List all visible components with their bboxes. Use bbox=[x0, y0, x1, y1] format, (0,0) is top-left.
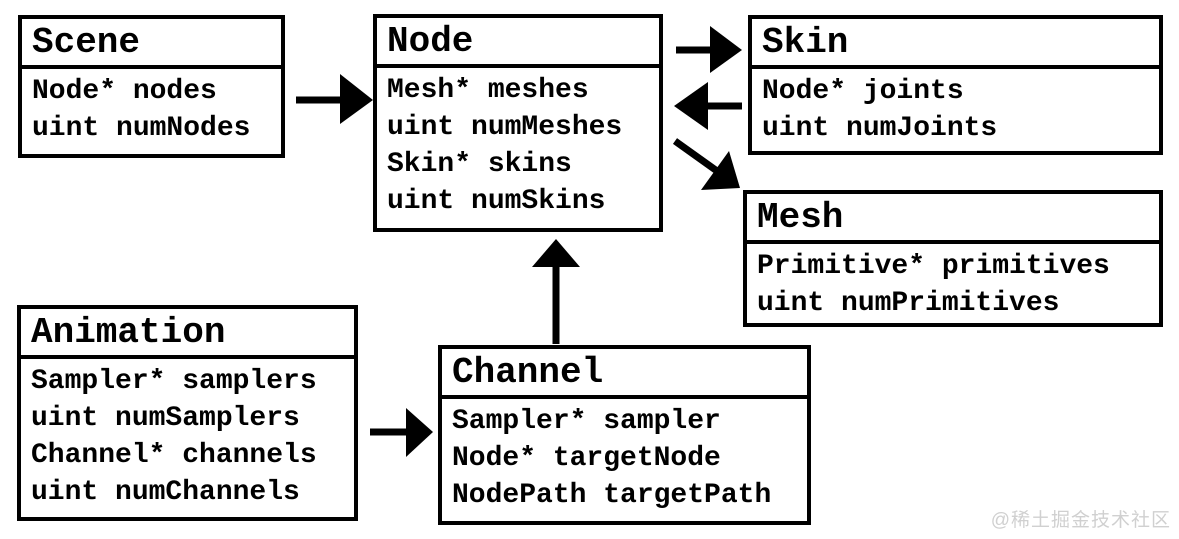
field-nodes: Node* nodes bbox=[32, 76, 217, 107]
field-numPrimitives: uint numPrimitives bbox=[757, 288, 1060, 319]
arrow-node-to-mesh-icon bbox=[672, 138, 740, 190]
class-title-mesh: Mesh bbox=[747, 194, 1159, 244]
arrow-scene-to-node-icon bbox=[296, 74, 373, 124]
class-fields-node: Mesh* meshes uint numMeshes Skin* skins … bbox=[377, 68, 659, 224]
field-numSamplers: uint numSamplers bbox=[31, 403, 300, 434]
class-fields-skin: Node* joints uint numJoints bbox=[752, 69, 1159, 151]
arrow-channel-to-node-icon bbox=[532, 239, 580, 344]
class-box-animation: Animation Sampler* samplers uint numSamp… bbox=[17, 305, 358, 521]
field-numMeshes: uint numMeshes bbox=[387, 112, 623, 143]
class-fields-mesh: Primitive* primitives uint numPrimitives bbox=[747, 244, 1159, 323]
field-samplers: Sampler* samplers bbox=[31, 366, 317, 397]
arrow-node-to-skin-icon bbox=[676, 26, 742, 73]
class-box-mesh: Mesh Primitive* primitives uint numPrimi… bbox=[743, 190, 1163, 327]
class-box-node: Node Mesh* meshes uint numMeshes Skin* s… bbox=[373, 14, 663, 232]
class-fields-scene: Node* nodes uint numNodes bbox=[22, 69, 281, 151]
class-box-scene: Scene Node* nodes uint numNodes bbox=[18, 15, 285, 158]
class-box-channel: Channel Sampler* sampler Node* targetNod… bbox=[438, 345, 811, 525]
field-numChannels: uint numChannels bbox=[31, 477, 300, 508]
class-title-skin: Skin bbox=[752, 19, 1159, 69]
field-sampler: Sampler* sampler bbox=[452, 406, 721, 437]
arrow-skin-to-node-icon bbox=[674, 82, 742, 130]
class-fields-animation: Sampler* samplers uint numSamplers Chann… bbox=[21, 359, 354, 515]
class-title-channel: Channel bbox=[442, 349, 807, 399]
field-skins: Skin* skins bbox=[387, 149, 572, 180]
watermark-text: @稀土掘金技术社区 bbox=[990, 510, 1171, 531]
class-box-skin: Skin Node* joints uint numJoints bbox=[748, 15, 1163, 155]
class-fields-channel: Sampler* sampler Node* targetNode NodePa… bbox=[442, 399, 807, 518]
field-numJoints: uint numJoints bbox=[762, 113, 998, 144]
field-channels: Channel* channels bbox=[31, 440, 317, 471]
field-targetNode: Node* targetNode bbox=[452, 443, 721, 474]
field-primitives: Primitive* primitives bbox=[757, 251, 1110, 282]
arrow-animation-to-channel-icon bbox=[370, 408, 433, 457]
field-numSkins: uint numSkins bbox=[387, 186, 606, 217]
field-targetPath: NodePath targetPath bbox=[452, 480, 772, 511]
field-meshes: Mesh* meshes bbox=[387, 75, 589, 106]
class-title-scene: Scene bbox=[22, 19, 281, 69]
field-numNodes: uint numNodes bbox=[32, 113, 251, 144]
field-joints: Node* joints bbox=[762, 76, 964, 107]
class-title-node: Node bbox=[377, 18, 659, 68]
class-title-animation: Animation bbox=[21, 309, 354, 359]
